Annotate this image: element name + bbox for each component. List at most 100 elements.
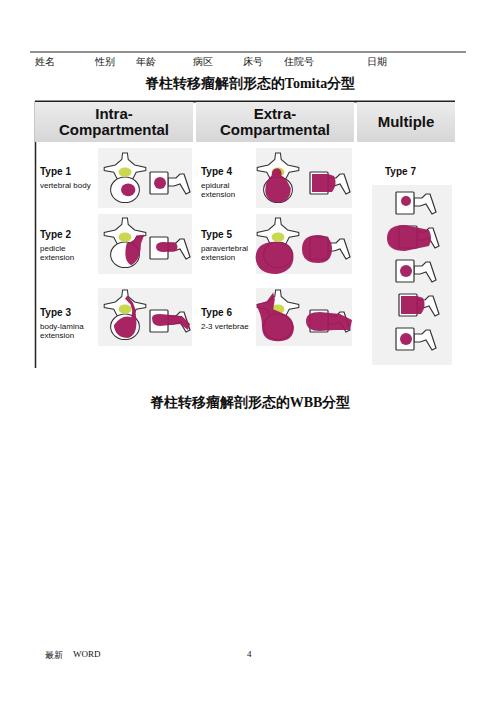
- label-box: 姓名: [35, 55, 55, 69]
- lateral-vertebra: [399, 294, 439, 316]
- form-field: 床号: [243, 56, 263, 67]
- lateral-vertebra: [150, 172, 190, 194]
- footer-note: 最新: [45, 650, 63, 660]
- image-panel: [372, 185, 452, 365]
- axial-vertebra: [104, 218, 146, 268]
- column-heading: Intra- Compartmental: [52, 106, 176, 139]
- type-name: Type 2: [40, 229, 92, 241]
- form-field: 年龄: [136, 56, 156, 67]
- tumor: [154, 177, 166, 189]
- type-description: vertebral body: [40, 181, 106, 190]
- vertebral-arch: [104, 153, 146, 179]
- lateral-vertebra: [396, 260, 436, 282]
- tumor: [256, 242, 294, 274]
- vertebral-body: [150, 172, 168, 194]
- type-panel: Type 2 pedicle extension: [40, 229, 92, 263]
- type-panel: Type 6 2-3 vertebrae: [201, 307, 267, 332]
- vertebral-body: [111, 177, 140, 203]
- label-box: 年龄: [136, 55, 156, 69]
- column-header: Multiple: [357, 102, 455, 142]
- lateral-vertebra: [302, 235, 350, 263]
- tumor: [400, 333, 412, 345]
- type-description: epidural extension: [201, 181, 253, 199]
- spinal-canal: [119, 167, 132, 177]
- column-header: Extra- Compartmental: [196, 102, 354, 142]
- image-panel: [98, 288, 192, 346]
- posterior-element: [414, 330, 436, 350]
- type-name: Type 3: [40, 307, 92, 319]
- posterior-element: [414, 262, 436, 282]
- type-name: Type 1: [40, 166, 106, 178]
- tumor: [302, 235, 332, 263]
- type-description: paravertebral extension: [201, 244, 259, 262]
- lateral-vertebra: [306, 310, 352, 332]
- type-panel: Type 7: [385, 166, 441, 178]
- label-box: 病区: [193, 55, 213, 69]
- spinal-canal: [272, 232, 285, 242]
- column-heading: Extra- Compartmental: [213, 106, 337, 139]
- lateral-vertebra: [387, 225, 439, 251]
- tumor: [400, 265, 412, 277]
- type-description: body-lamina extension: [40, 322, 92, 340]
- spinal-canal: [119, 232, 132, 242]
- axial-vertebra: [257, 153, 299, 203]
- title-block: 脊柱转移瘤解剖形态的Tomita分型: [0, 75, 500, 93]
- label-box: 4: [247, 649, 252, 659]
- type-description: 2-3 vertebrae: [201, 322, 267, 331]
- form-field: 性别: [95, 56, 115, 67]
- image-panel: [98, 148, 192, 208]
- header-rule: [30, 52, 466, 53]
- form-field: 病区: [193, 56, 213, 67]
- type-panel: Type 4 epidural extension: [201, 166, 253, 200]
- tumor: [401, 196, 411, 206]
- page-number: 4: [247, 649, 252, 659]
- tumor: [256, 292, 294, 341]
- tumor: [152, 314, 190, 330]
- vertebra-figures: [98, 148, 452, 365]
- axial-vertebra: [104, 290, 146, 340]
- lateral-vertebra: [396, 328, 436, 350]
- form-field: 日期: [367, 56, 387, 67]
- lateral-vertebra: [150, 237, 190, 259]
- type-name: Type 4: [201, 166, 253, 178]
- label-box: 日期: [367, 55, 387, 69]
- lateral-vertebra: [310, 172, 350, 194]
- vertebral-arch: [257, 218, 299, 244]
- label-box: WORD: [73, 649, 101, 659]
- type-panel: Type 5 paravertebral extension: [201, 229, 259, 263]
- tumor: [401, 296, 425, 314]
- type-name: Type 7: [385, 166, 441, 178]
- lateral-vertebra: [150, 310, 190, 332]
- label-box: 最新: [45, 649, 63, 662]
- type-panel: Type 1 vertebral body: [40, 166, 106, 191]
- section-heading: 脊柱转移瘤解剖形态的WBB分型: [150, 395, 351, 410]
- column-header: Intra- Compartmental: [35, 102, 193, 142]
- type-name: Type 5: [201, 229, 259, 241]
- tumor: [306, 312, 352, 331]
- posterior-element: [414, 194, 436, 214]
- column-heading: Multiple: [378, 114, 435, 131]
- spinal-canal: [119, 304, 132, 314]
- column-panel: Extra- CompartmentalType 4 epidural exten…: [196, 102, 354, 368]
- type-name: Type 6: [201, 307, 267, 319]
- tumor: [312, 174, 336, 192]
- label-box: 性别: [95, 55, 115, 69]
- posterior-element: [168, 174, 190, 194]
- form-field: 姓名: [35, 56, 55, 67]
- tumor: [265, 168, 291, 202]
- vertebral-body: [396, 260, 414, 282]
- vertebral-body: [396, 328, 414, 350]
- column-panel: Intra- CompartmentalType 1 vertebral body…: [35, 102, 193, 368]
- column-panel: MultipleType 7: [357, 102, 455, 368]
- tumor: [114, 296, 137, 338]
- type-panel: Type 3 body-lamina extension: [40, 307, 92, 341]
- axial-vertebra: [256, 218, 299, 274]
- type-description: pedicle extension: [40, 244, 92, 262]
- image-panel: [98, 214, 192, 274]
- footer-note: WORD: [73, 649, 101, 659]
- image-panel: [256, 214, 352, 274]
- tumor: [156, 242, 178, 252]
- label-box: 脊柱转移瘤解剖形态的WBB分型: [0, 394, 500, 412]
